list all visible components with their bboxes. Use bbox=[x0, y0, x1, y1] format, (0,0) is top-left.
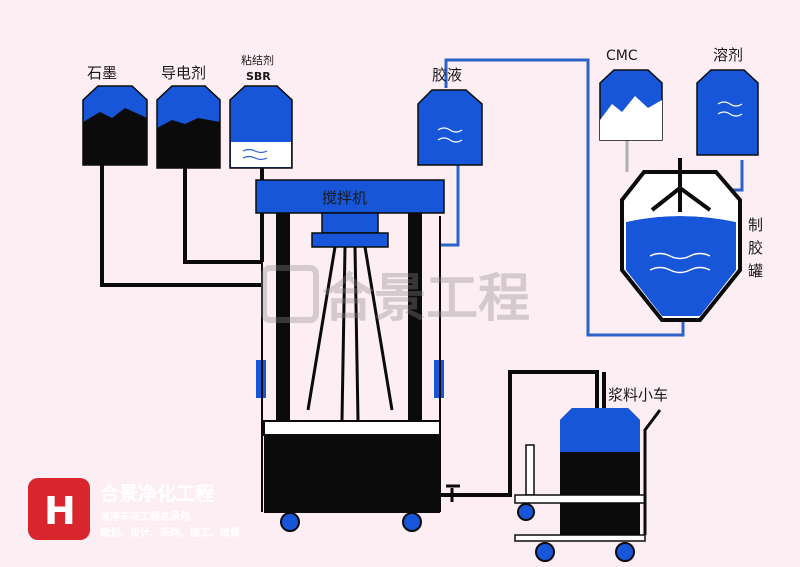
glue-tank-label-1: 制 bbox=[748, 216, 763, 234]
conductive-agent-hopper: 导电剂 bbox=[156, 64, 221, 169]
graphite-hopper: 石墨 bbox=[82, 64, 148, 166]
slurry-cart: 浆料小车 bbox=[514, 386, 668, 562]
glue-hopper: 胶液 bbox=[417, 66, 483, 166]
glue-tank-label-2: 胶 bbox=[748, 239, 763, 257]
cmc-label: CMC bbox=[606, 48, 638, 64]
sbr-label: SBR bbox=[246, 70, 271, 83]
watermark-text: 合景工程 bbox=[322, 269, 530, 329]
glue-to-mixer-pipe bbox=[440, 165, 460, 247]
binder-label: 粘结剂 bbox=[241, 53, 274, 67]
solvent-label: 溶剂 bbox=[713, 46, 743, 64]
slurry-outlet-pipe bbox=[440, 370, 599, 497]
slurry-cart-label: 浆料小车 bbox=[608, 386, 668, 404]
cmc-hopper: CMC bbox=[599, 48, 663, 141]
solvent-hopper: 溶剂 bbox=[696, 46, 759, 156]
mixer-label: 搅拌机 bbox=[322, 189, 367, 207]
brand-name: 合景净化工程 bbox=[100, 482, 214, 505]
pipes-blue bbox=[440, 58, 744, 337]
brand-tagline-1: 洁净车间工程总承包 bbox=[100, 510, 190, 523]
brand-tagline-2: 规划、设计、采购、施工、维保 bbox=[100, 526, 241, 539]
brand-logo: H 合景净化工程 洁净车间工程总承包 规划、设计、采购、施工、维保 bbox=[28, 478, 241, 540]
glue-return-pipe bbox=[444, 58, 685, 337]
conductive-agent-label: 导电剂 bbox=[161, 64, 206, 82]
mixer-blades bbox=[306, 246, 394, 421]
watermark: 合景工程 bbox=[261, 265, 530, 329]
glue-tank-label-3: 罐 bbox=[748, 262, 763, 280]
graphite-pipe bbox=[100, 165, 262, 287]
glue-label: 胶液 bbox=[432, 66, 462, 84]
mixer: 搅拌机 bbox=[255, 179, 460, 532]
binder-hopper: 粘结剂 SBR bbox=[229, 53, 293, 169]
logo-letter: H bbox=[44, 489, 76, 533]
graphite-label: 石墨 bbox=[87, 64, 117, 82]
glue-tank: 制 胶 罐 bbox=[620, 158, 763, 322]
conductive-agent-pipe bbox=[183, 168, 262, 264]
solvent-to-tank-pipe bbox=[732, 160, 744, 192]
